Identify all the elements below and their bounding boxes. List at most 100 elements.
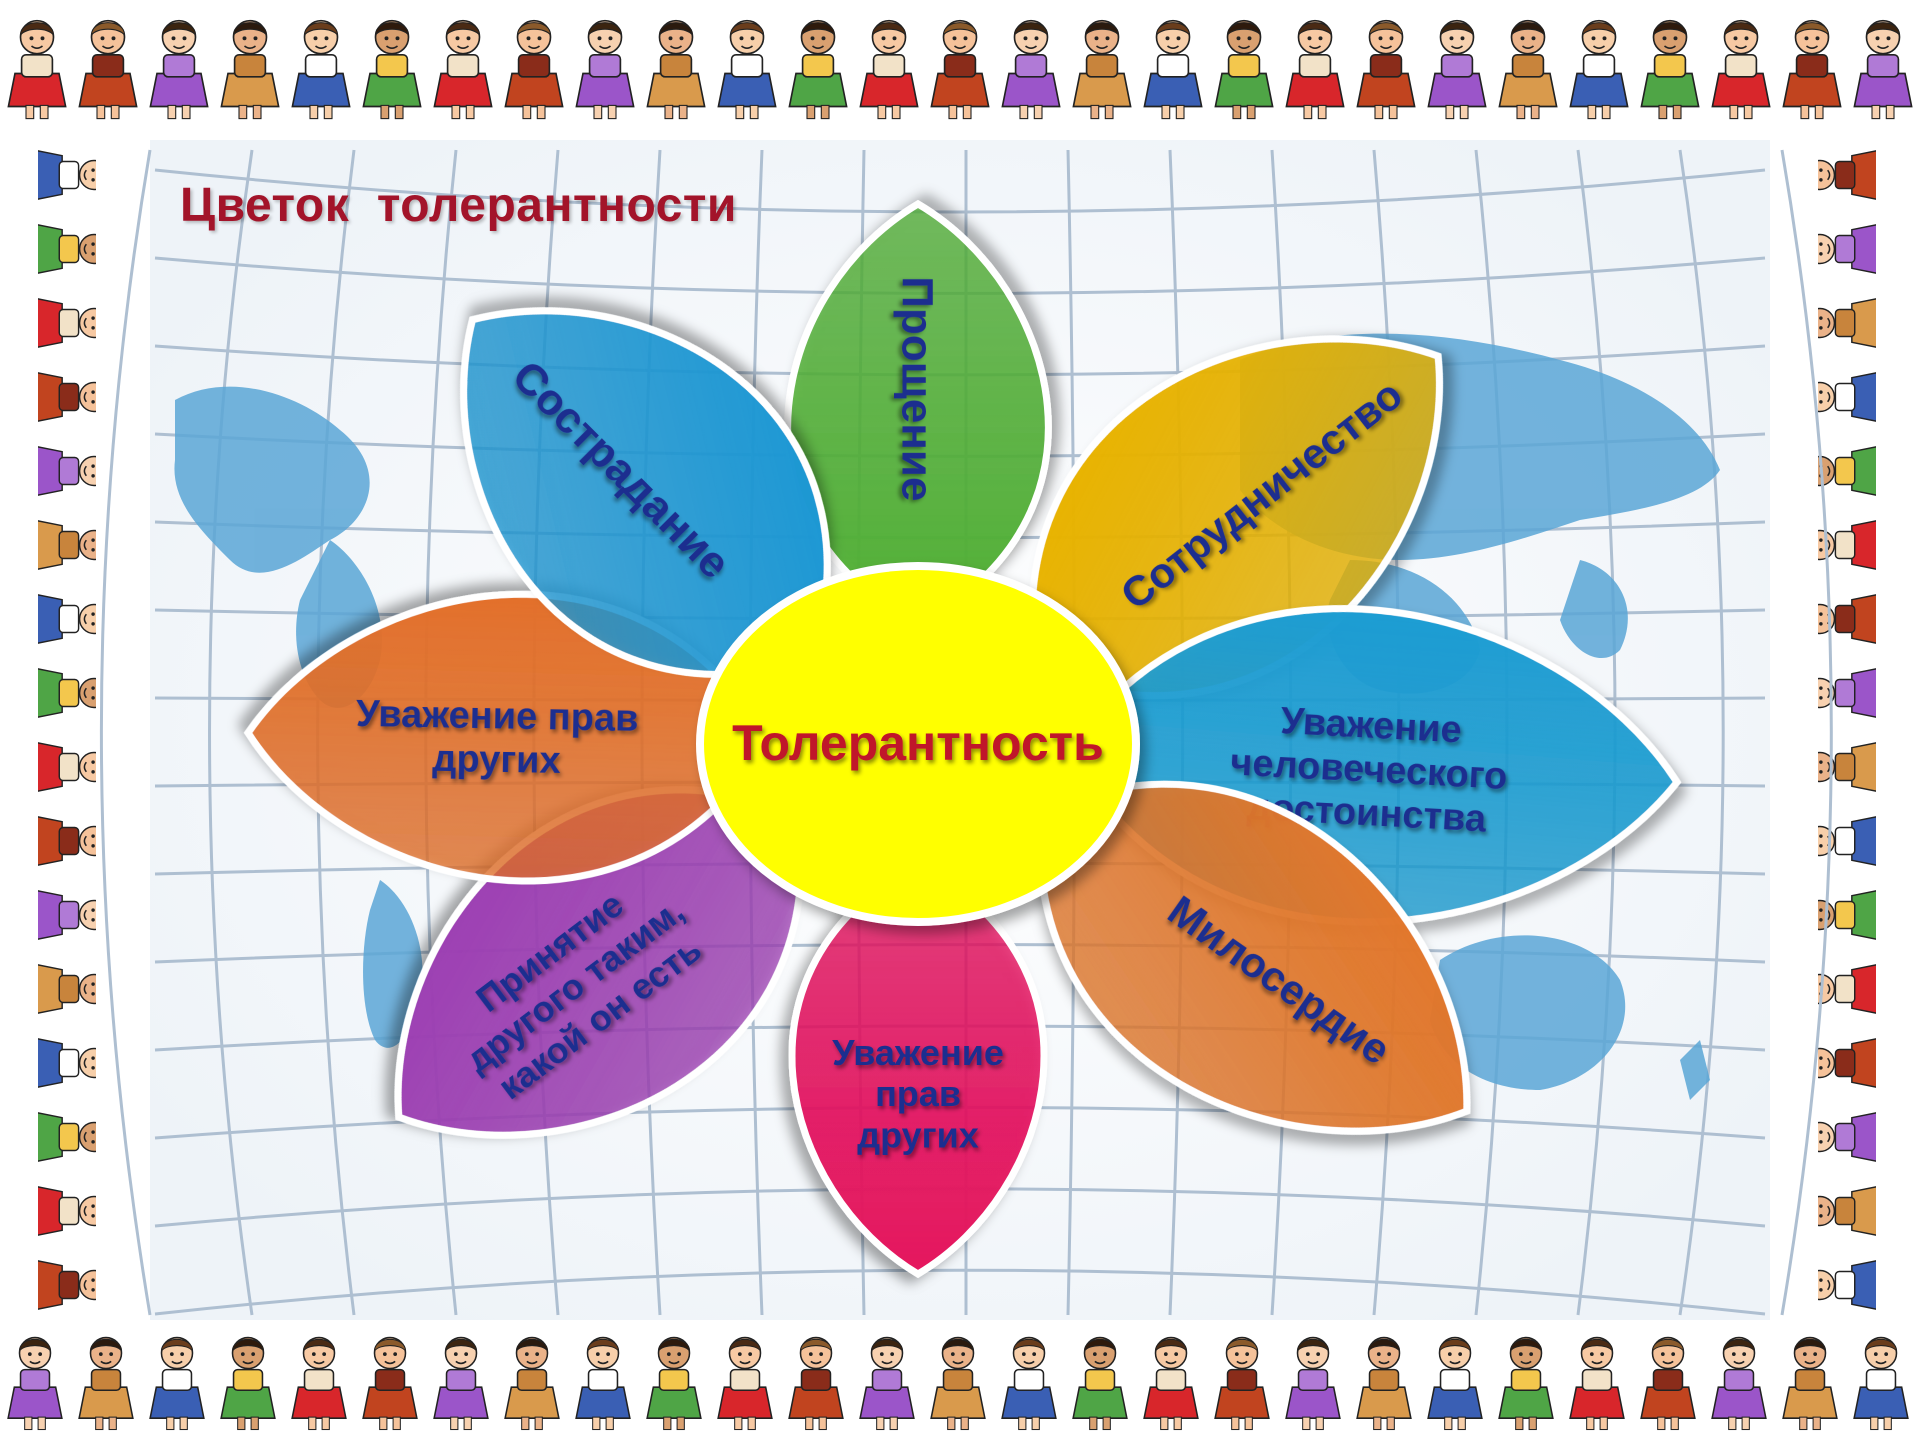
cartoon-kid-icon	[1782, 1336, 1838, 1431]
cartoon-kid-icon	[38, 148, 96, 202]
petal-label-line: Прощение	[893, 276, 942, 501]
cartoon-kid-icon	[1001, 1336, 1057, 1431]
page-title: Цветок толерантности	[180, 179, 737, 232]
cartoon-kid-icon	[1143, 19, 1203, 120]
cartoon-kid-icon	[1143, 1336, 1199, 1431]
cartoon-kid-icon	[504, 1336, 560, 1431]
cartoon-kid-icon	[1818, 1110, 1876, 1164]
cartoon-kid-icon	[1640, 19, 1700, 120]
flower-center: Толерантность	[696, 562, 1140, 926]
petal-miloserdie: Милосердие	[1036, 780, 1471, 1135]
cartoon-kid-icon	[38, 888, 96, 942]
cartoon-kid-icon	[7, 19, 67, 120]
cartoon-kid-icon	[149, 19, 209, 120]
cartoon-kid-icon	[38, 962, 96, 1016]
cartoon-kid-icon	[291, 1336, 347, 1431]
cartoon-kid-icon	[788, 1336, 844, 1431]
cartoon-kid-icon	[930, 1336, 986, 1431]
cartoon-kid-icon	[1818, 962, 1876, 1016]
grid-meridian	[208, 149, 254, 1316]
grid-meridian	[1780, 149, 1833, 1316]
cartoon-kid-icon	[1818, 814, 1876, 868]
cartoon-kid-icon	[1818, 444, 1876, 498]
cartoon-kid-icon	[291, 19, 351, 120]
cartoon-kid-icon	[1569, 19, 1629, 120]
cartoon-kid-icon	[1853, 19, 1913, 120]
petal-label-line: других	[857, 1115, 979, 1156]
petal-shape	[1036, 780, 1471, 1135]
cartoon-kid-icon	[433, 1336, 489, 1431]
cartoon-kid-icon	[38, 666, 96, 720]
cartoon-kid-icon	[646, 1336, 702, 1431]
cartoon-kid-icon	[1818, 148, 1876, 202]
kids-border-left	[0, 135, 150, 1325]
kids-border-bottom	[0, 1325, 1920, 1440]
cartoon-kid-icon	[1711, 19, 1771, 120]
cartoon-kid-icon	[1711, 1336, 1767, 1431]
cartoon-kid-icon	[7, 1336, 63, 1431]
petal-label-line: прав	[875, 1073, 961, 1114]
cartoon-kid-icon	[1818, 296, 1876, 350]
center-label: Толерантность	[732, 715, 1104, 771]
cartoon-kid-icon	[788, 19, 848, 120]
cartoon-kid-icon	[38, 296, 96, 350]
grid-meridian	[1678, 149, 1725, 1316]
cartoon-kid-icon	[930, 19, 990, 120]
cartoon-kid-icon	[362, 1336, 418, 1431]
cartoon-kid-icon	[38, 1258, 96, 1312]
petal-label: Уважение правдругих	[355, 693, 639, 784]
cartoon-kid-icon	[78, 1336, 134, 1431]
petal-label-line: других	[432, 738, 561, 782]
cartoon-kid-icon	[38, 444, 96, 498]
cartoon-kid-icon	[78, 19, 138, 120]
cartoon-kid-icon	[1569, 1336, 1625, 1431]
cartoon-kid-icon	[38, 740, 96, 794]
cartoon-kid-icon	[1853, 1336, 1909, 1431]
petal-proshchenie: Прощение	[784, 199, 1052, 628]
grid-meridian	[99, 149, 152, 1316]
cartoon-kid-icon	[1072, 1336, 1128, 1431]
cartoon-kid-icon	[38, 518, 96, 572]
cartoon-kid-icon	[575, 1336, 631, 1431]
cartoon-kid-icon	[717, 1336, 773, 1431]
cartoon-kid-icon	[1427, 1336, 1483, 1431]
cartoon-kid-icon	[1818, 518, 1876, 572]
cartoon-kid-icon	[1818, 592, 1876, 646]
cartoon-kid-icon	[433, 19, 493, 120]
cartoon-kid-icon	[1001, 19, 1061, 120]
cartoon-kid-icon	[362, 19, 422, 120]
cartoon-kid-icon	[1640, 1336, 1696, 1431]
cartoon-kid-icon	[1818, 1184, 1876, 1238]
cartoon-kid-icon	[1818, 370, 1876, 424]
cartoon-kid-icon	[38, 814, 96, 868]
cartoon-kid-icon	[1285, 1336, 1341, 1431]
cartoon-kid-icon	[717, 19, 777, 120]
petal-shape	[460, 307, 831, 678]
cartoon-kid-icon	[38, 370, 96, 424]
cartoon-kid-icon	[38, 1036, 96, 1090]
cartoon-kid-icon	[504, 19, 564, 120]
petal-uvazhenie-prav-left: Уважение правдругих	[243, 590, 773, 885]
kids-border-top	[0, 0, 1920, 135]
grid-parallel	[154, 168, 1766, 214]
cartoon-kid-icon	[1782, 19, 1842, 120]
cartoon-kid-icon	[1818, 1258, 1876, 1312]
cartoon-kid-icon	[1498, 19, 1558, 120]
cartoon-kid-icon	[149, 1336, 205, 1431]
petal-label-line: Уважение	[832, 1032, 1004, 1073]
cartoon-kid-icon	[1356, 1336, 1412, 1431]
cartoon-kid-icon	[1214, 1336, 1270, 1431]
cartoon-kid-icon	[859, 1336, 915, 1431]
cartoon-kid-icon	[1498, 1336, 1554, 1431]
cartoon-kid-icon	[1072, 19, 1132, 120]
cartoon-kid-icon	[38, 592, 96, 646]
cartoon-kid-icon	[646, 19, 706, 120]
cartoon-kid-icon	[38, 1110, 96, 1164]
cartoon-kid-icon	[1214, 19, 1274, 120]
petal-sostradanie: Сострадание	[460, 307, 831, 678]
cartoon-kid-icon	[1427, 19, 1487, 120]
